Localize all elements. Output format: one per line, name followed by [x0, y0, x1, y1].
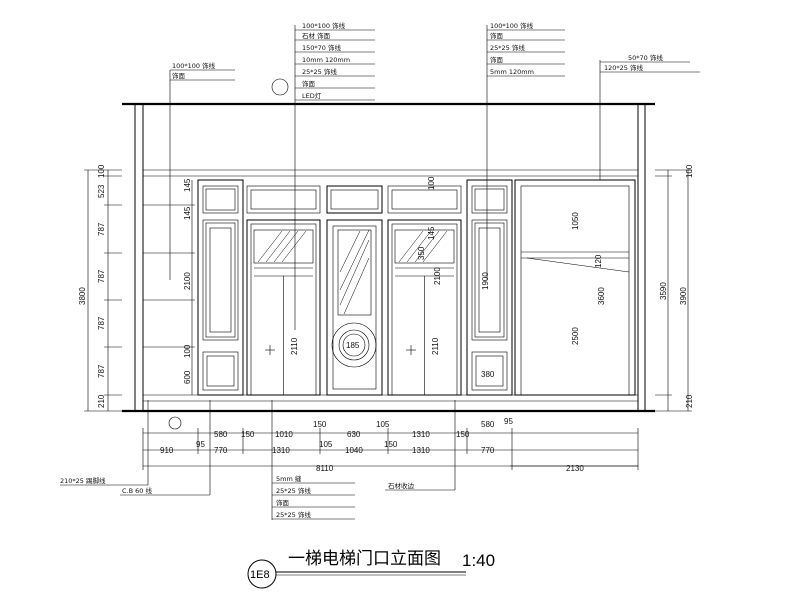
left-dim-5: 787	[97, 364, 106, 378]
note-tr-3: 饰面	[490, 55, 504, 64]
row1-dim-9: 1310	[412, 430, 430, 439]
left-dim-6: 210	[97, 394, 106, 408]
top-left-notes: 100*100 饰线 饰面	[169, 61, 235, 280]
title-tag: 1E8	[250, 569, 270, 581]
center-dim-100: 100	[427, 176, 436, 190]
left-dim-1: 523	[97, 184, 106, 198]
center-dim-145: 145	[427, 226, 436, 240]
row1-dim-6: 630	[347, 430, 361, 439]
right-opening	[514, 179, 636, 396]
row1-dim-8: 150	[384, 440, 398, 449]
inner-dim-145b: 145	[183, 206, 192, 220]
left-total: 3800	[78, 287, 87, 305]
left-dim-4: 787	[97, 316, 106, 330]
opening-dim-3600: 3600	[597, 287, 606, 305]
note-fr-1: 120*25 饰线	[604, 63, 643, 72]
note-tr-0: 100*100 饰线	[490, 21, 534, 30]
right-dim-2: 210	[685, 394, 694, 408]
title-block: 1E8 一梯电梯门口立面图 1:40	[247, 549, 495, 589]
note-bl-1: C.B 60 线	[122, 486, 152, 495]
column-mark: 120	[594, 254, 603, 268]
note-tc-5: 饰面	[302, 79, 316, 88]
row1-dim-1: 580	[214, 430, 228, 439]
note-bc-1: 25*25 饰线	[276, 486, 311, 495]
note-tl-0: 100*100 饰线	[172, 61, 216, 70]
row1-dim-2: 150	[241, 430, 255, 439]
note-tr-2: 25*25 饰线	[490, 43, 525, 52]
note-bc-2: 饰面	[276, 498, 290, 507]
central-panel	[326, 185, 383, 396]
note-tc-1: 石材 饰面	[302, 31, 331, 40]
top-right-notes: 100*100 饰线 饰面 25*25 饰线 饰面 5mm 120mm	[486, 21, 565, 280]
note-tl-1: 饰面	[172, 71, 186, 80]
left-dimension-chain: 100 523 787 787 787 787 210 3800	[78, 164, 122, 412]
inner-dim-100: 100	[183, 344, 192, 358]
inner-dim-145a: 145	[183, 178, 192, 192]
far-right-notes: 50*70 饰线 120*25 饰线	[599, 53, 700, 180]
row2-dim-5: 770	[481, 446, 495, 455]
door-dim-right: 2110	[431, 337, 440, 355]
dim-total: 8110	[316, 464, 334, 473]
row2-dim-0: 910	[160, 446, 174, 455]
bottom-dimension-rows: 95 580 150 1010 150 105 630 105 150 1310…	[142, 417, 639, 473]
row2-dim-2: 1310	[272, 446, 290, 455]
opening-dim-2500: 2500	[571, 327, 580, 345]
dim-right: 2130	[566, 464, 584, 473]
inner-dim-2100: 2100	[183, 272, 192, 290]
row1-dim-11: 580	[481, 420, 495, 429]
left-elevator-door	[246, 185, 321, 396]
center-dim-2100: 2100	[433, 267, 442, 285]
note-tc-6: LED灯	[302, 91, 322, 100]
row1-dim-3: 1010	[275, 430, 293, 439]
note-tr-4: 5mm 120mm	[490, 68, 534, 76]
title-scale: 1:40	[462, 551, 495, 570]
right-dim-1: 3590	[659, 282, 668, 300]
note-bl-0: 210*25 踢脚线	[60, 476, 106, 485]
top-center-notes: 100*100 饰线 石材 饰面 150*70 饰线 10mm 120mm 25…	[271, 21, 375, 330]
left-dim-2: 787	[97, 222, 106, 236]
row2-dim-4: 1310	[412, 446, 430, 455]
row1-dim-0: 95	[196, 440, 205, 449]
note-tr-1: 饰面	[490, 31, 504, 40]
bottom-right-notes: 石材收边	[385, 400, 456, 491]
opening-dim-1050: 1050	[571, 212, 580, 230]
row2-dim-1: 770	[214, 446, 228, 455]
inner-vertical-dims: 145 145 2100 100 600 2110 2110 1050 2500…	[183, 176, 606, 395]
row1-dim-7: 105	[376, 420, 390, 429]
row1-dim-12: 95	[504, 417, 513, 426]
right-elevator-door	[387, 185, 462, 396]
note-bc-3: 25*25 饰线	[276, 510, 311, 519]
small-panel-label: 380	[481, 370, 495, 379]
note-tc-4: 25*25 饰线	[302, 67, 337, 76]
row1-dim-4: 150	[313, 420, 327, 429]
note-tc-0: 100*100 饰线	[302, 21, 346, 30]
note-tc-2: 150*70 饰线	[302, 43, 341, 52]
note-tc-3: 10mm 120mm	[302, 56, 350, 64]
center-dim-350: 350	[417, 246, 426, 260]
inner-dim-600: 600	[183, 370, 192, 384]
row1-dim-5: 105	[319, 440, 333, 449]
right-total: 3900	[679, 287, 688, 305]
note-br: 石材收边	[388, 481, 415, 490]
right-pilaster	[466, 179, 513, 396]
bottom-left-notes: 210*25 踢脚线 C.B 60 线	[60, 400, 211, 496]
circle-label: 185	[346, 341, 360, 350]
wall-outline	[122, 102, 655, 413]
note-fr-0: 50*70 饰线	[628, 53, 663, 62]
left-dim-0: 100	[97, 164, 106, 178]
row1-dim-10: 150	[456, 430, 470, 439]
door-dim-left: 2110	[290, 337, 299, 355]
note-bc-0: 5mm 缝	[276, 474, 302, 483]
title-text: 一梯电梯门口立面图	[288, 549, 441, 569]
left-pilaster	[197, 179, 244, 396]
right-dim-0: 100	[685, 164, 694, 178]
bottom-center-notes: 5mm 缝 25*25 饰线 饰面 25*25 饰线	[271, 400, 355, 520]
pilaster-dim-1900: 1900	[481, 272, 490, 290]
row2-dim-3: 1040	[345, 446, 363, 455]
left-dim-3: 787	[97, 269, 106, 283]
right-dimension-chain: 100 3590 210 3900	[655, 164, 694, 412]
